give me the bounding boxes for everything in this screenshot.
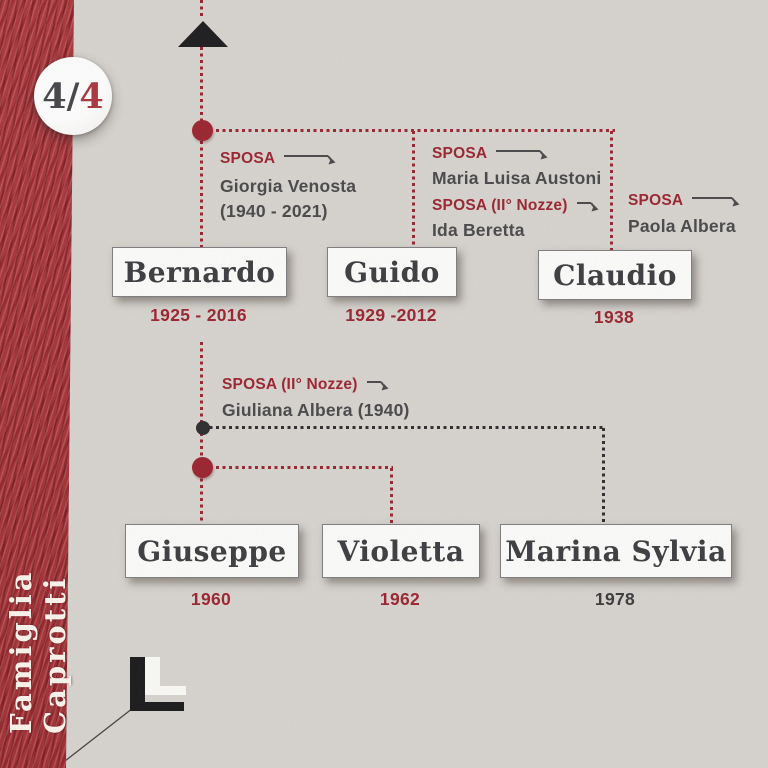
person-years-giuseppe: 1960 (190, 589, 232, 609)
arrow-right-down-icon (284, 154, 336, 164)
spouse-note-claudio: SPOSA Paola Albera (628, 190, 743, 237)
person-name: Guido (344, 255, 440, 289)
connector-top-vertical-upper (200, 0, 203, 18)
spouse-label: SPOSA (220, 149, 276, 167)
person-box-violetta: Violetta (322, 524, 480, 578)
spouse-note-guido: SPOSA Maria Luisa Austoni SPOSA (II° Noz… (432, 143, 602, 241)
spouse-name: Paola Albera (628, 216, 736, 236)
person-name: Marina Sylvia (505, 534, 727, 568)
page-number-total: 4 (79, 75, 104, 117)
spouse-label: SPOSA (628, 191, 684, 209)
connector-guido-drop (412, 131, 415, 247)
page-number-badge: 4/4 (34, 57, 112, 135)
spouse-name: Giuliana Albera (1940) (222, 400, 410, 420)
connector-bernardo-drop (200, 141, 203, 247)
spouse-years: (1940 - 2021) (220, 201, 328, 221)
person-years-violetta: 1962 (379, 589, 421, 609)
person-box-giuseppe: Giuseppe (125, 524, 299, 578)
second-marriage-node-dot (196, 421, 210, 435)
arrow-right-down-icon (692, 196, 740, 206)
person-years-claudio: 1938 (593, 307, 635, 327)
connector-marina-horizontal (203, 426, 605, 429)
spouse-label: SPOSA (II° Nozze) (222, 375, 358, 393)
spouse-note-bernardo: SPOSA Giorgia Venosta (1940 - 2021) (220, 148, 356, 222)
connector-violetta-horizontal (203, 466, 393, 469)
person-name: Claudio (553, 258, 677, 292)
double-l-logo-icon (130, 657, 186, 711)
arrow-right-down-icon (576, 201, 599, 211)
family-title: Famiglia Caprotti (4, 569, 72, 734)
page-number-current: 4/ (42, 75, 80, 117)
up-arrow-icon (178, 21, 228, 47)
person-years-bernardo: 1925 - 2016 (150, 305, 247, 325)
connector-top-vertical-lower (200, 47, 203, 123)
connector-violetta-drop (390, 468, 393, 524)
spouse-name: Ida Beretta (432, 220, 525, 240)
person-box-marina-sylvia: Marina Sylvia (500, 524, 732, 578)
person-name: Violetta (337, 534, 465, 568)
person-years-marina-sylvia: 1978 (594, 589, 636, 609)
person-name: Bernardo (123, 255, 276, 289)
connector-gen1-horizontal (203, 129, 615, 132)
spouse-note-second-marriage: SPOSA (II° Nozze) Giuliana Albera (1940) (222, 374, 410, 421)
spouse-name: Maria Luisa Austoni (432, 168, 602, 188)
person-box-guido: Guido (327, 247, 457, 297)
spouse-label: SPOSA (II° Nozze) (432, 196, 568, 214)
parent-node-dot (192, 120, 213, 141)
spouse-name: Giorgia Venosta (220, 176, 357, 196)
connector-marina-drop (602, 428, 605, 524)
first-marriage-node-dot (192, 457, 213, 478)
connector-claudio-drop (610, 131, 613, 250)
person-name: Giuseppe (137, 534, 287, 568)
spouse-label: SPOSA (432, 144, 488, 162)
person-box-bernardo: Bernardo (112, 247, 287, 297)
arrow-right-down-icon (366, 380, 389, 390)
person-box-claudio: Claudio (538, 250, 692, 300)
arrow-right-down-icon (496, 149, 548, 159)
person-years-guido: 1929 -2012 (345, 305, 437, 325)
